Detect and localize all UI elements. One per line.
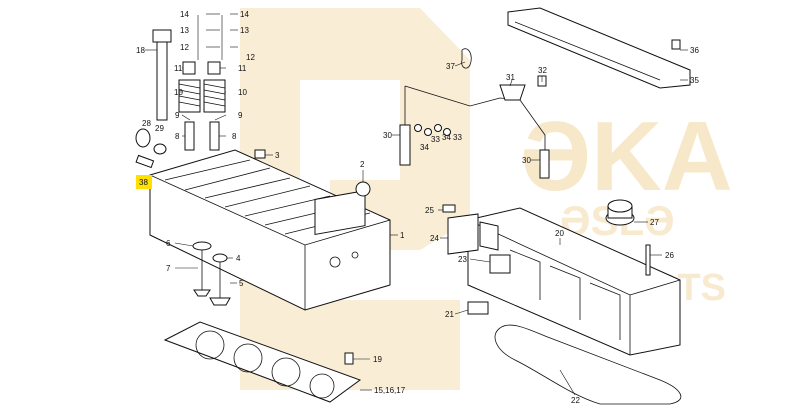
highlight-marker — [136, 175, 152, 189]
callout-14: 14 — [240, 10, 249, 19]
engine-top-cover — [507, 7, 691, 89]
callout-20: 20 — [555, 229, 564, 238]
callout-13: 13 — [180, 26, 189, 35]
valve-cover-stud — [645, 244, 651, 276]
callout-7: 7 — [166, 264, 171, 273]
cylinder-head-block — [149, 149, 391, 311]
head-gasket — [163, 321, 362, 403]
callout-26: 26 — [665, 251, 674, 260]
callout-23: 23 — [458, 255, 467, 264]
leader-lines — [145, 13, 688, 396]
callout-19: 19 — [373, 355, 382, 364]
callout-4: 4 — [236, 254, 241, 263]
callout-18: 18 — [136, 46, 145, 55]
callout-6: 6 — [166, 239, 171, 248]
callout-34: 34 — [442, 133, 451, 142]
callout-29: 29 — [155, 124, 164, 133]
dowel-pin — [344, 352, 354, 365]
callout-9: 9 — [175, 111, 180, 120]
callout-13: 13 — [240, 26, 249, 35]
valve-cover — [467, 207, 681, 356]
callout-9: 9 — [238, 111, 243, 120]
callout-28: 28 — [142, 119, 151, 128]
watermark-line-1: ƏKA — [520, 101, 733, 211]
callout-8: 8 — [232, 132, 237, 141]
sensor-connector — [467, 301, 489, 315]
callout-37: 37 — [446, 62, 455, 71]
callout-12: 12 — [246, 53, 255, 62]
callout-10: 10 — [238, 88, 247, 97]
valve-spring-stack — [178, 15, 226, 151]
oil-filler-cap — [605, 199, 635, 226]
callout-21: 21 — [445, 310, 454, 319]
callout-14: 14 — [180, 10, 189, 19]
callout-32: 32 — [538, 66, 547, 75]
callout-10: 10 — [174, 88, 183, 97]
callout-5: 5 — [239, 279, 244, 288]
callout-11: 11 — [238, 64, 247, 73]
callout-35: 35 — [690, 76, 699, 85]
valve-cover-gasket — [494, 324, 682, 405]
cylinder-head-bolt — [152, 29, 172, 121]
callout-30: 30 — [383, 131, 392, 140]
fuel-clamp — [499, 84, 526, 101]
callout-25: 25 — [425, 206, 434, 215]
callout-24: 24 — [430, 234, 439, 243]
callout-15-16-17: 15,16,17 — [374, 386, 406, 395]
breather-bracket — [442, 204, 499, 255]
fitting-parts — [135, 128, 167, 169]
callout-8: 8 — [175, 132, 180, 141]
callout-30: 30 — [522, 156, 531, 165]
banjo-washers — [414, 124, 451, 136]
callout-12: 12 — [180, 43, 189, 52]
callout-31: 31 — [506, 73, 515, 82]
callout-38: 38 — [139, 178, 148, 187]
callout-3: 3 — [275, 151, 280, 160]
callout-33: 33 — [453, 133, 462, 142]
plugs — [254, 149, 371, 197]
callout-2: 2 — [360, 160, 365, 169]
callout-33: 33 — [431, 135, 440, 144]
callout-36: 36 — [690, 46, 699, 55]
callout-1: 1 — [400, 231, 405, 240]
callout-labels: 14 13 12 14 13 12 11 11 10 10 9 9 8 8 18… — [136, 10, 699, 405]
callout-22: 22 — [571, 396, 580, 405]
callout-11: 11 — [174, 64, 183, 73]
callout-27: 27 — [650, 218, 659, 227]
callout-34: 34 — [420, 143, 429, 152]
